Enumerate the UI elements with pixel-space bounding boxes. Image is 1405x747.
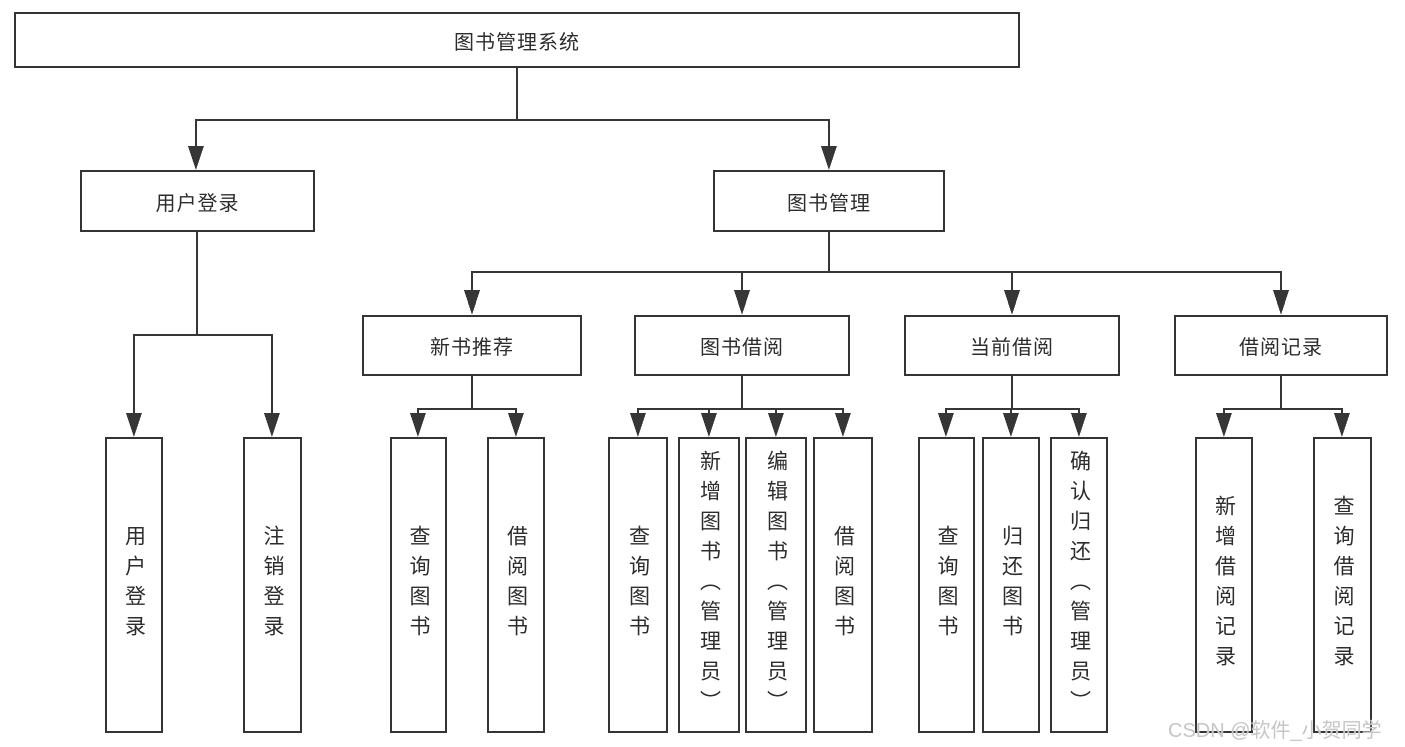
node-root: 图书管理系统 xyxy=(14,12,1020,68)
node-records-label: 借阅记录 xyxy=(1239,337,1323,359)
node-records: 借阅记录 xyxy=(1174,315,1388,376)
leaf-user-login-label: 用户登录 xyxy=(122,525,146,645)
leaf-borrow-book-label: 借阅图书 xyxy=(831,525,855,645)
connector-user-login xyxy=(126,232,280,437)
leaf-borrow-add-label: 新增图书（管理员） xyxy=(697,450,721,720)
leaf-records-query-label: 查询借阅记录 xyxy=(1331,495,1354,675)
leaf-current-return: 归还图书 xyxy=(982,437,1040,733)
leaf-logout: 注销登录 xyxy=(243,437,302,733)
leaf-borrow-add: 新增图书（管理员） xyxy=(678,437,740,733)
node-root-label: 图书管理系统 xyxy=(454,31,580,54)
leaf-borrow-edit: 编辑图书（管理员） xyxy=(745,437,807,733)
connector-root-to-level2 xyxy=(188,68,837,170)
leaf-borrow-query-label: 查询图书 xyxy=(626,525,650,645)
csdn-watermark: CSDN @软件_小贺同学 xyxy=(1168,720,1382,742)
leaf-current-query: 查询图书 xyxy=(918,437,975,733)
leaf-records-add: 新增借阅记录 xyxy=(1195,437,1253,733)
node-user-login: 用户登录 xyxy=(80,170,315,232)
leaf-current-return-label: 归还图书 xyxy=(999,525,1023,645)
leaf-records-query: 查询借阅记录 xyxy=(1313,437,1372,733)
leaf-records-add-label: 新增借阅记录 xyxy=(1212,495,1236,675)
node-new-book: 新书推荐 xyxy=(362,315,582,376)
leaf-newbook-query-label: 查询图书 xyxy=(407,525,430,645)
connector-borrow xyxy=(630,376,851,437)
leaf-current-confirm: 确认归还（管理员） xyxy=(1050,437,1108,733)
leaf-current-confirm-label: 确认归还（管理员） xyxy=(1067,450,1091,720)
leaf-newbook-borrow-label: 借阅图书 xyxy=(504,525,528,645)
leaf-newbook-query: 查询图书 xyxy=(390,437,447,733)
connector-new-book xyxy=(410,376,524,437)
node-new-book-label: 新书推荐 xyxy=(430,337,514,359)
node-current: 当前借阅 xyxy=(904,315,1120,376)
node-current-label: 当前借阅 xyxy=(970,337,1054,359)
leaf-user-login: 用户登录 xyxy=(105,437,163,733)
node-borrow: 图书借阅 xyxy=(634,315,850,376)
leaf-borrow-query: 查询图书 xyxy=(608,437,668,733)
connector-book-mgmt xyxy=(464,232,1289,315)
leaf-newbook-borrow: 借阅图书 xyxy=(487,437,545,733)
leaf-borrow-edit-label: 编辑图书（管理员） xyxy=(764,450,788,720)
node-borrow-label: 图书借阅 xyxy=(700,337,784,359)
connector-records xyxy=(1216,376,1350,437)
connector-current xyxy=(938,376,1087,437)
node-book-mgmt-label: 图书管理 xyxy=(787,192,871,215)
node-book-mgmt: 图书管理 xyxy=(713,170,945,232)
node-user-login-label: 用户登录 xyxy=(155,192,240,215)
leaf-borrow-book: 借阅图书 xyxy=(813,437,873,733)
leaf-logout-label: 注销登录 xyxy=(261,525,284,645)
leaf-current-query-label: 查询图书 xyxy=(935,525,958,645)
